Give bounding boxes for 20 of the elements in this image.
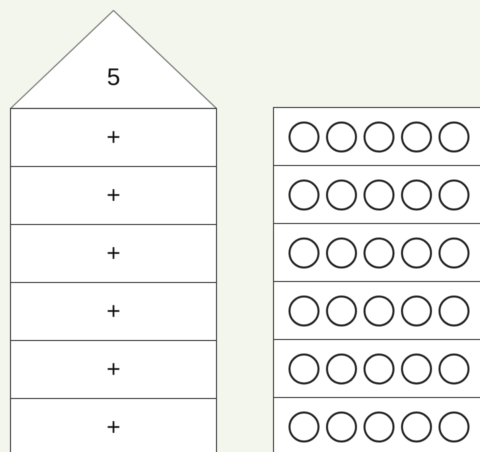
counting-row [273,281,480,340]
counting-row [273,107,480,166]
sum-row [10,340,217,400]
sum-row [10,282,217,342]
sum-row [10,398,217,452]
plus-sign: + [106,184,120,208]
plus-sign: + [106,242,120,266]
plus-sign: + [106,416,120,440]
counting-row [273,223,480,282]
counting-row [273,165,480,224]
plus-sign: + [106,300,120,324]
plus-sign: + [106,126,120,150]
sum-row [10,224,217,284]
sum-row [10,108,217,168]
counting-row [273,397,480,452]
house-number: 5 [106,66,122,90]
roof-triangle [10,10,217,109]
sum-row [10,166,217,226]
plus-sign: + [106,358,120,382]
counting-row [273,339,480,398]
